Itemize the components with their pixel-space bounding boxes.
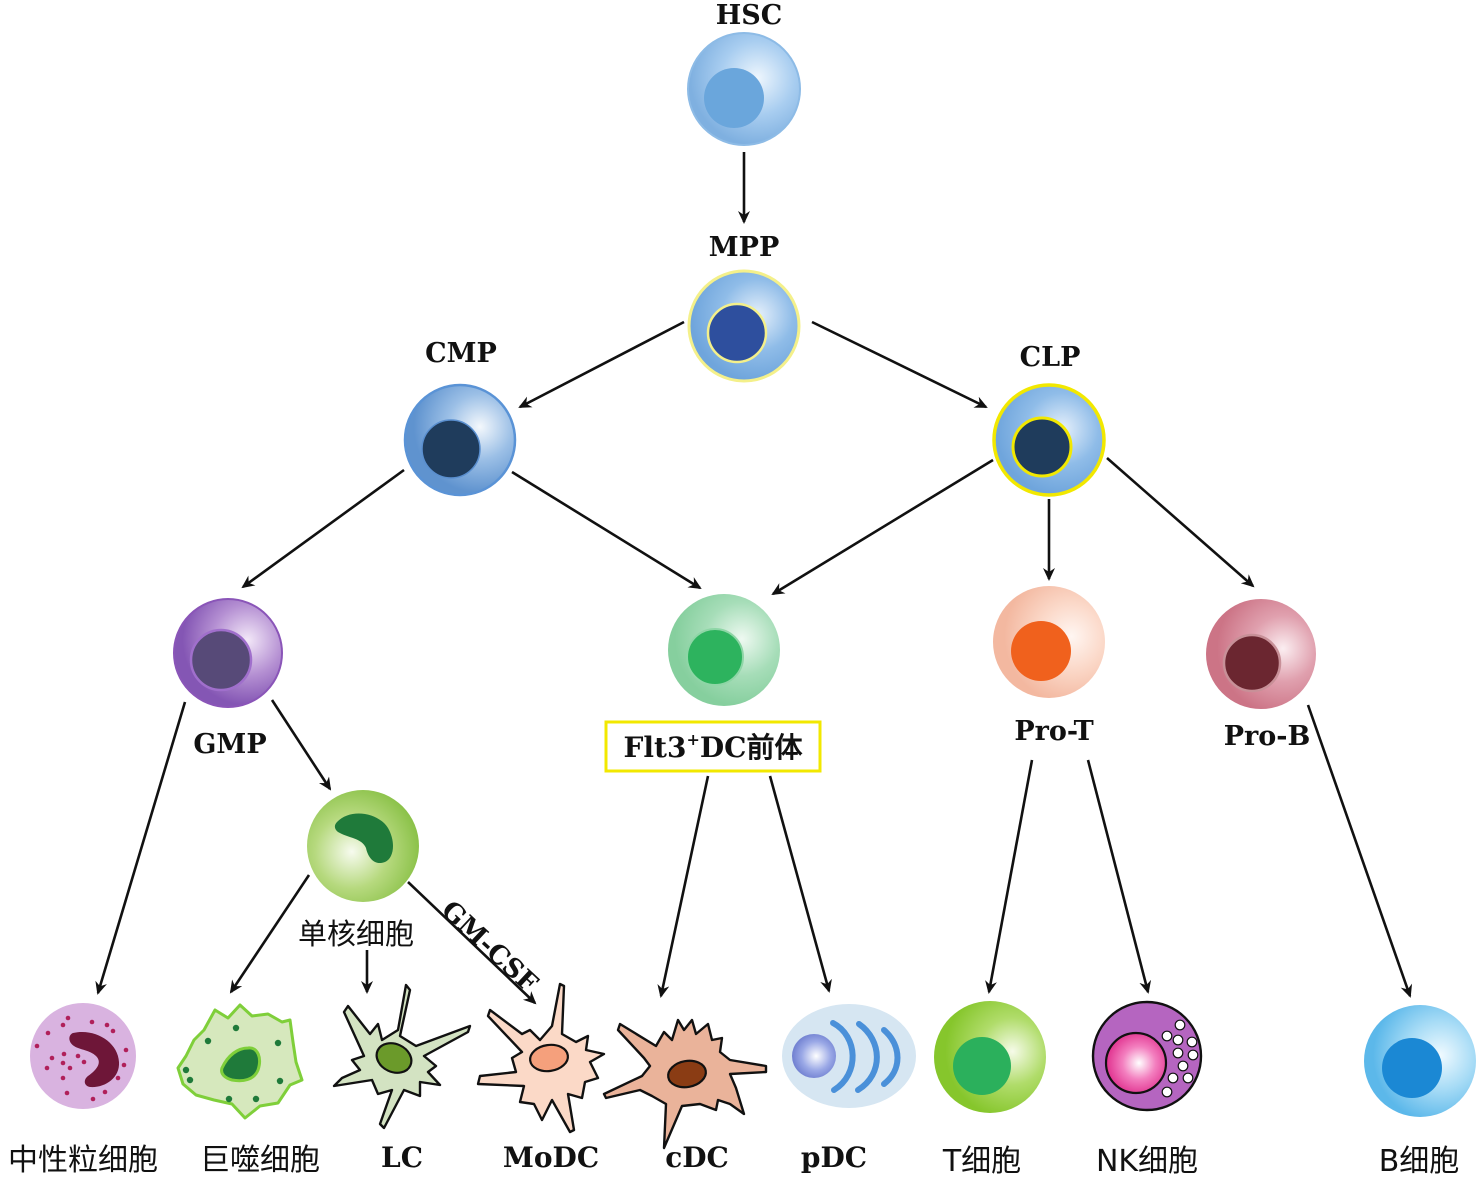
tcell-label: T细胞 [942, 1144, 1021, 1177]
lc-label: LC [381, 1141, 423, 1174]
cell-lc: LC [332, 983, 472, 1174]
clp-nucleus [1011, 416, 1073, 478]
mono-body [307, 790, 419, 902]
cell-pro-b: Pro-B [1206, 599, 1316, 752]
arrows [95, 152, 1413, 1005]
arrow-mpp-clp [811, 320, 988, 409]
mpp-label: MPP [709, 232, 780, 263]
arrow-flt3-pdc [768, 775, 832, 993]
arrow-mono-modc [407, 881, 537, 1005]
cell-monocyte: 单核细胞 [298, 790, 419, 951]
gmp-nucleus [189, 628, 253, 692]
tcell-nucleus [953, 1037, 1011, 1095]
prob-label: Pro-B [1224, 721, 1311, 752]
neutrophil-granules [34, 1015, 129, 1102]
arrow-clp-prob [1106, 457, 1255, 588]
clp-label: CLP [1020, 342, 1081, 373]
mpp-nucleus [706, 302, 768, 364]
cmp-nucleus [421, 419, 481, 479]
flt3-label: Flt3+DC前体 [624, 730, 804, 764]
arrow-cmp-gmp [241, 468, 405, 589]
nkcell-nucleus [1104, 1031, 1168, 1095]
cell-mpp: MPP [687, 232, 801, 383]
cell-clp: CLP [992, 342, 1106, 497]
neutrophil-label: 中性粒细胞 [8, 1143, 158, 1177]
neutrophil-nucleus [69, 1031, 120, 1088]
cmp-label: CMP [425, 338, 497, 369]
arrow-prot-tcell [985, 759, 1034, 994]
pdc-label: pDC [801, 1141, 867, 1174]
gmp-label: GMP [193, 729, 266, 760]
modc-nucleus [528, 1043, 570, 1073]
edge-label-gmcsf: GM-CSF [435, 895, 543, 999]
prob-nucleus [1222, 633, 1282, 693]
cdc-label: cDC [665, 1141, 729, 1174]
arrow-flt3-cdc [657, 775, 710, 998]
cell-hsc: HSC [687, 0, 801, 146]
bcell-label: B细胞 [1379, 1144, 1460, 1177]
cdc-nucleus [667, 1059, 707, 1089]
cell-nk: NK细胞 [1091, 1000, 1203, 1177]
nkcell-label: NK细胞 [1096, 1144, 1198, 1177]
pdc-nucleus [792, 1034, 836, 1078]
prot-label: Pro-T [1014, 716, 1093, 747]
hsc-nucleus [704, 68, 764, 128]
flt3-label-box [604, 720, 822, 773]
nkcell-granules [1161, 1019, 1199, 1098]
cell-gmp: GMP [173, 598, 283, 760]
modc-label: MoDC [503, 1141, 599, 1174]
macrophage-nucleus [220, 1046, 262, 1083]
cell-cmp: CMP [403, 338, 517, 497]
cell-macrophage: 巨噬细胞 [176, 1003, 320, 1177]
flt3-nucleus [686, 628, 744, 686]
arrow-mpp-cmp [518, 320, 685, 409]
bcell-nucleus [1382, 1038, 1442, 1098]
cell-b: B细胞 [1364, 1005, 1476, 1177]
pdc-er [830, 1020, 901, 1093]
flt3-label-main: Flt3 [624, 731, 687, 764]
cell-t: T细胞 [934, 1001, 1046, 1177]
arrow-cmp-flt3 [511, 470, 702, 590]
cell-flt3-dc-precursor: Flt3+DC前体 [604, 594, 822, 773]
macrophage-granules [182, 1024, 284, 1103]
arrow-clp-flt3 [771, 458, 994, 596]
macrophage-label: 巨噬细胞 [200, 1143, 320, 1177]
flt3-label-sup: + [686, 730, 699, 749]
mono-label: 单核细胞 [298, 917, 414, 951]
cell-neutrophil: 中性粒细胞 [8, 1003, 158, 1177]
lc-nucleus [375, 1042, 413, 1074]
arrow-prob-bcell [1306, 704, 1413, 998]
hsc-label: HSC [716, 0, 783, 31]
prot-nucleus [1011, 621, 1071, 681]
flt3-label-tail: DC前体 [700, 731, 804, 764]
arrow-prot-nkcell [1086, 759, 1152, 994]
arrow-mono-macrophage [229, 874, 311, 994]
arrow-gmp-neutrophil [95, 701, 187, 995]
neutrophil-body [30, 1003, 136, 1109]
cell-pdc: pDC [782, 1004, 916, 1174]
cell-cdc: cDC [602, 1018, 768, 1174]
cell-modc: MoDC [476, 982, 606, 1174]
cell-pro-t: Pro-T [993, 586, 1105, 747]
arrow-gmp-mono [270, 699, 332, 791]
mono-nucleus [334, 813, 394, 864]
